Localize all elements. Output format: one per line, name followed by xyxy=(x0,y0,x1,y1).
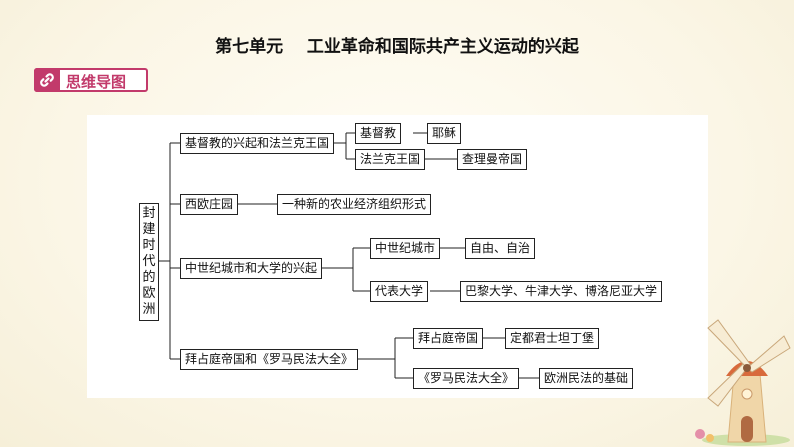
leaf-charlemagne-empire: 查理曼帝国 xyxy=(457,149,528,170)
branch-cities-universities: 中世纪城市和大学的兴起 xyxy=(180,258,323,279)
leaf-agricultural-organization: 一种新的农业经济组织形式 xyxy=(277,194,432,215)
leaf-civil-law-foundation: 欧洲民法的基础 xyxy=(539,368,634,389)
link-icon xyxy=(34,68,60,92)
leaf-university-list: 巴黎大学、牛津大学、博洛尼亚大学 xyxy=(460,281,663,302)
node-medieval-cities: 中世纪城市 xyxy=(370,238,441,259)
page-title: 第七单元 工业革命和国际共产主义运动的兴起 xyxy=(215,37,579,57)
section-badge: 思维导图 xyxy=(34,68,148,92)
node-corpus-juris-civilis: 《罗马民法大全》 xyxy=(413,368,520,389)
badge-label: 思维导图 xyxy=(66,73,127,91)
node-christianity: 基督教 xyxy=(355,123,402,144)
branch-manor: 西欧庄园 xyxy=(180,194,239,215)
leaf-freedom-autonomy: 自由、自治 xyxy=(465,238,536,259)
mindmap-root: 封建时代的欧洲 xyxy=(139,203,159,321)
mindmap-panel: 封建时代的欧洲 基督教的兴起和法兰克王国 基督教 耶稣 法兰克王国 查理曼帝国 … xyxy=(87,115,708,398)
leaf-jesus: 耶稣 xyxy=(427,123,462,144)
node-byzantine-empire: 拜占庭帝国 xyxy=(413,328,484,349)
branch-byzantine-civil-law: 拜占庭帝国和《罗马民法大全》 xyxy=(180,349,359,370)
windmill-decoration xyxy=(695,319,791,446)
branch-christianity-frankish: 基督教的兴起和法兰克王国 xyxy=(180,133,335,154)
connector-lines xyxy=(158,132,539,379)
node-frankish-kingdom: 法兰克王国 xyxy=(355,149,426,170)
leaf-constantinople: 定都君士坦丁堡 xyxy=(505,328,600,349)
node-representative-universities: 代表大学 xyxy=(370,281,429,302)
